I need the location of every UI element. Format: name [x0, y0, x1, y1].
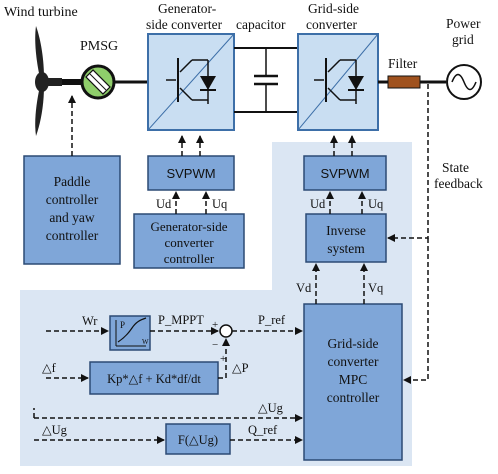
wind-turbine-icon — [35, 26, 62, 136]
generator-side-converter-controller — [133, 213, 245, 269]
signal-uq-gen: Uq — [212, 197, 228, 211]
inverse-text-1: Inverse — [326, 223, 366, 238]
junction-plus-2: + — [220, 353, 226, 365]
label-state-1: State — [442, 160, 469, 175]
mppt-axis-p: P — [120, 320, 125, 330]
label-pmsg: PMSG — [80, 39, 118, 54]
grid-side-converter — [297, 33, 379, 131]
pd-expression-text: Kp*△f + Kd*df/dt — [107, 372, 201, 386]
capacitor-icon — [254, 48, 278, 112]
signal-vd: Vd — [296, 281, 312, 295]
signal-q-ref: Q_ref — [248, 423, 278, 437]
paddle-text-1: Paddle — [54, 174, 91, 189]
summing-junction — [219, 324, 233, 338]
signal-wr: Wr — [82, 314, 98, 328]
junction-minus: − — [212, 339, 218, 351]
mppt-block — [109, 315, 151, 351]
signal-p-ref: P_ref — [258, 313, 286, 327]
generator-side-converter — [147, 33, 235, 131]
power-grid-icon — [446, 64, 482, 100]
svpwm-generator-block — [147, 155, 235, 191]
label-power-grid-2: grid — [452, 32, 474, 47]
mpc-text-3: MPC — [339, 372, 368, 387]
paddle-text-4: controller — [46, 228, 99, 243]
signal-delta-f: △f — [42, 361, 57, 375]
label-gen-conv-1: Generator- — [158, 1, 217, 16]
label-wind-turbine: Wind turbine — [4, 5, 78, 20]
signal-ud-gen: Ud — [156, 197, 172, 211]
f-delta-ug-text: F(△Ug) — [178, 433, 218, 447]
f-delta-ug-block — [165, 423, 231, 455]
mpc-text-2: converter — [328, 354, 379, 369]
gen-ctrl-text-2: converter — [164, 235, 214, 250]
gen-ctrl-text-1: Generator-side — [151, 219, 228, 234]
junction-plus-1: + — [212, 319, 218, 331]
signal-delta-p: △P — [232, 361, 249, 375]
label-capacitor: capacitor — [236, 17, 286, 32]
label-grid-conv-1: Grid-side — [308, 1, 359, 16]
mpc-controller-block — [303, 303, 403, 461]
mppt-axis-w: W — [142, 338, 149, 346]
signal-uq-grid: Uq — [368, 197, 384, 211]
paddle-text-3: and yaw — [49, 210, 95, 225]
svpwm-gen-text: SVPWM — [166, 166, 215, 181]
label-power-grid-1: Power — [446, 16, 481, 31]
label-gen-conv-2: side converter — [146, 17, 223, 32]
signal-delta-ug-1: △Ug — [258, 401, 284, 415]
label-filter: Filter — [388, 56, 418, 71]
gen-ctrl-text-3: controller — [164, 251, 215, 266]
signal-lines — [33, 84, 429, 444]
svpwm-grid-text: SVPWM — [320, 166, 369, 181]
signal-vq: Vq — [368, 281, 384, 295]
signal-delta-ug-2: △Ug — [42, 423, 68, 437]
label-state-2: feedback — [434, 176, 483, 191]
mpc-text-1: Grid-side — [328, 336, 379, 351]
mppt-curve-icon — [115, 317, 147, 347]
signal-p-mppt: P_MPPT — [158, 313, 204, 327]
inverse-system-block — [305, 213, 387, 263]
paddle-text-2: controller — [46, 192, 99, 207]
filter-block — [387, 75, 421, 89]
svpwm-grid-block — [303, 155, 387, 191]
signal-ud-grid: Ud — [310, 197, 326, 211]
pd-controller-block — [89, 361, 219, 395]
label-grid-conv-2: converter — [306, 17, 357, 32]
paddle-yaw-controller — [23, 155, 121, 265]
pmsg-icon — [80, 64, 116, 100]
inverse-text-2: system — [327, 241, 365, 256]
mpc-text-4: controller — [327, 390, 380, 405]
